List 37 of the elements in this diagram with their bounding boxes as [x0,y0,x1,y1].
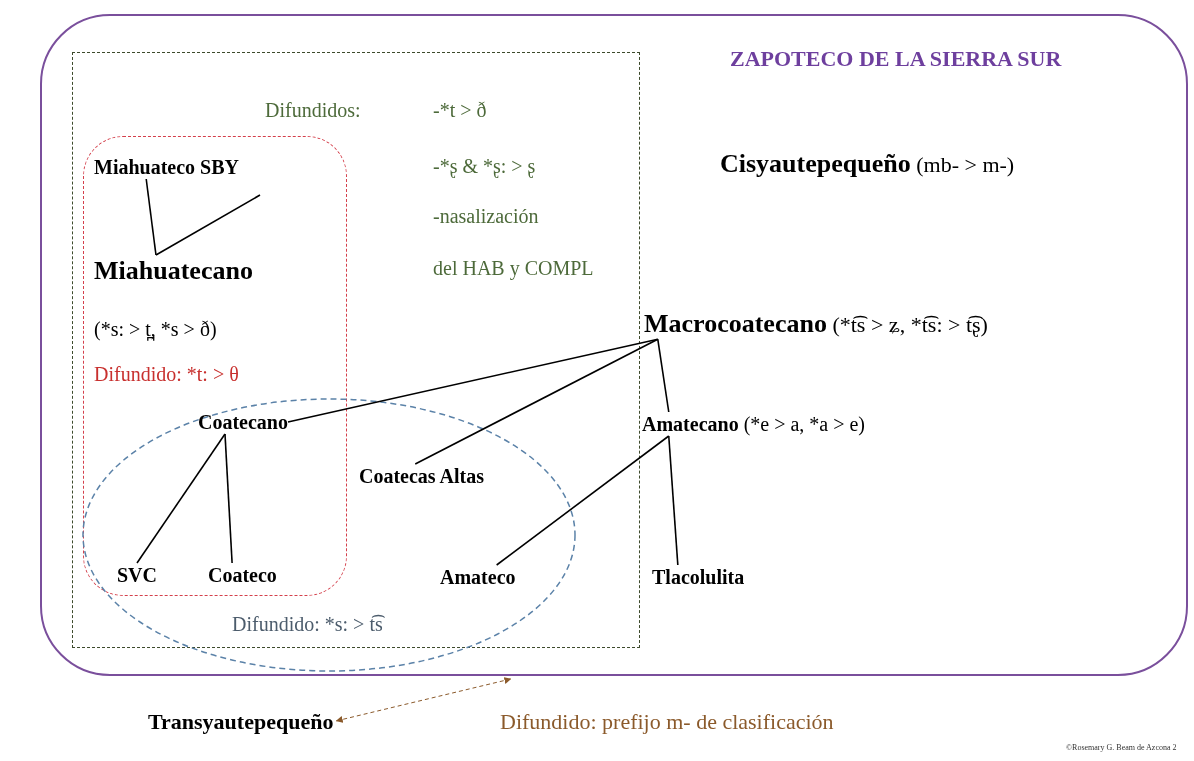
language-label: Miahuatecano [94,255,253,287]
dashed-arrow [335,677,512,723]
language-label: Transyautepequeño [148,709,334,736]
language-label: Macrocoatecano (*t͡s > ʑ, *t͡s: > t͡ʂ) [644,308,988,340]
language-label: Coatecano [198,410,288,434]
note-text: del HAB y COMPL [433,256,594,280]
branch-line [136,433,226,564]
language-label: Difundido: prefijo m- de clasificación [500,709,834,736]
diffusion-area-box [83,136,347,596]
note-text: -*t > ð [433,98,487,122]
language-label: Tlacolulita [652,565,745,589]
language-label: Coatecas Altas [359,464,484,488]
language-label: Amatecano (*e > a, *a > e) [642,412,866,436]
language-label: Cisyautepequeño (mb- > m-) [720,148,1015,180]
language-label: SVC [117,563,157,587]
language-label: Amateco [440,565,516,589]
diffusion-area-box [72,52,640,648]
branch-line [145,178,157,256]
note-text: Difundido: *s: > t͡s [232,612,383,636]
language-label: Coateco [208,563,277,587]
note-text: -nasalización [433,204,539,228]
branch-line [656,338,670,413]
language-family-box [40,14,1188,676]
note-text: Difundido: *t: > θ [94,362,239,386]
branch-line [414,338,659,465]
branch-line [667,435,679,566]
diffusion-area-ellipse [82,398,576,672]
language-label: Miahuateco SBY [94,155,239,179]
branch-line [224,433,233,564]
branch-line [155,194,261,256]
heading: ZAPOTECO DE LA SIERRA SUR [730,46,1062,73]
copyright-note: ©Rosemary G. Beam de Azcona 2 [1066,743,1177,753]
branch-line [495,435,670,566]
note-heading: Difundidos: [265,98,361,122]
note-text: -*ʂ & *ʂ: > ʂ [433,154,536,178]
sound-change-note: (*s: > t̪, *s > ð) [94,317,217,341]
branch-line [287,338,659,423]
